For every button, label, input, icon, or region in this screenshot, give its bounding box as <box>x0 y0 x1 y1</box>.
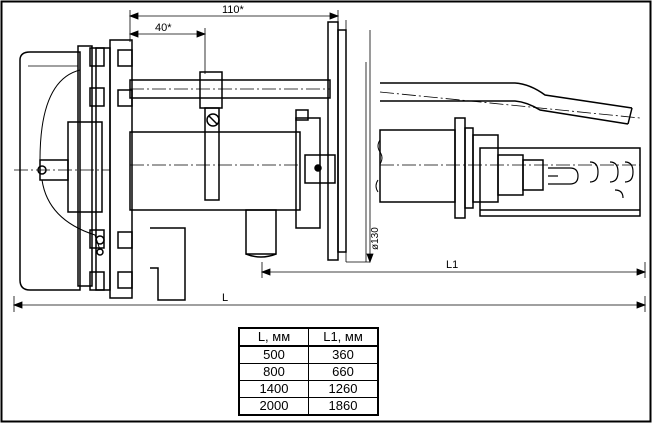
dim-diameter-130: ø130 <box>370 227 381 250</box>
cell-l1: 360 <box>308 345 379 364</box>
cell-l: 500 <box>238 345 309 364</box>
dim-110: 110* <box>222 4 245 16</box>
length-spec-table: L, мм L1, мм 500 360 800 660 1400 1260 2… <box>238 327 379 416</box>
header-l1: L1, мм <box>308 327 379 347</box>
cell-l: 1400 <box>238 380 309 398</box>
dim-l1: L1 <box>446 259 458 271</box>
cell-l: 2000 <box>238 397 309 416</box>
table-row: 1400 1260 <box>238 380 379 398</box>
cell-l1: 660 <box>308 363 379 381</box>
header-l: L, мм <box>238 327 309 347</box>
central-housing <box>129 71 331 258</box>
table-row: 500 360 <box>238 345 379 364</box>
table-row: 2000 1860 <box>238 397 379 416</box>
table-row: 800 660 <box>238 363 379 381</box>
left-flange-plate <box>77 39 133 299</box>
table-header-row: L, мм L1, мм <box>238 327 379 347</box>
cell-l1: 1860 <box>308 397 379 416</box>
dim-40: 40* <box>155 22 172 34</box>
mounting-flange <box>295 20 370 263</box>
heating-element-assembly <box>375 82 641 219</box>
dimension-lines <box>12 10 647 312</box>
terminal-cover <box>14 51 186 301</box>
cell-l1: 1260 <box>308 380 379 398</box>
dim-l: L <box>222 292 228 304</box>
cell-l: 800 <box>238 363 309 381</box>
